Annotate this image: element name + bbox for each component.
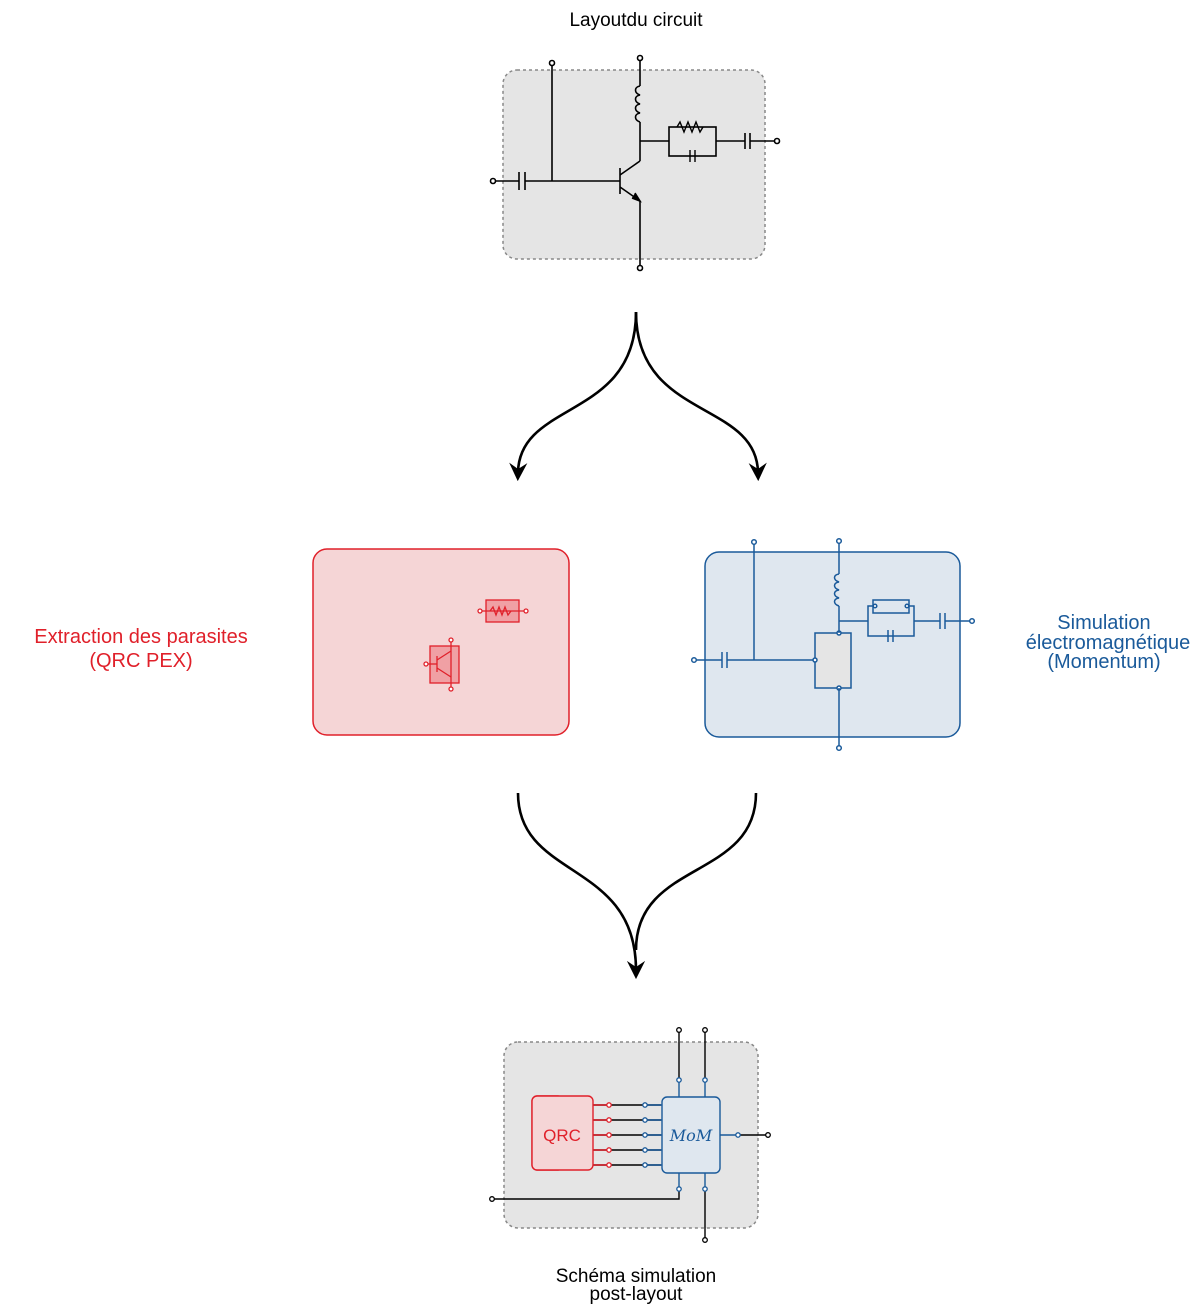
qrc-transistor-part bbox=[423, 637, 460, 692]
bottom-label-line1: Schéma simulation bbox=[556, 1266, 717, 1287]
split-arrows bbox=[509, 311, 767, 482]
top-rc-parts bbox=[676, 120, 704, 162]
top-title: Layoutdu circuit bbox=[569, 10, 703, 31]
bottom-terminals bbox=[489, 1027, 771, 1243]
right-label-line2: électromagnétique bbox=[1026, 632, 1191, 654]
momentum-circuit bbox=[690, 537, 976, 752]
mom-block-label: MoM bbox=[669, 1126, 713, 1145]
qrc-block-label: QRC bbox=[543, 1126, 581, 1145]
top-circuit bbox=[489, 54, 781, 272]
bottom-label-line2: post-layout bbox=[590, 1284, 684, 1305]
right-label-line3: (Momentum) bbox=[1047, 651, 1160, 673]
right-label-line1: Simulation bbox=[1057, 612, 1150, 634]
qrc-resistor-part bbox=[477, 599, 529, 623]
left-label-line2: (QRC PEX) bbox=[89, 650, 192, 672]
mom-block bbox=[661, 1096, 721, 1174]
qrc-block-frame bbox=[531, 1095, 594, 1171]
left-label-line1: Extraction des parasites bbox=[34, 626, 247, 648]
qrc-box bbox=[312, 548, 570, 736]
merge-arrows bbox=[516, 792, 758, 980]
